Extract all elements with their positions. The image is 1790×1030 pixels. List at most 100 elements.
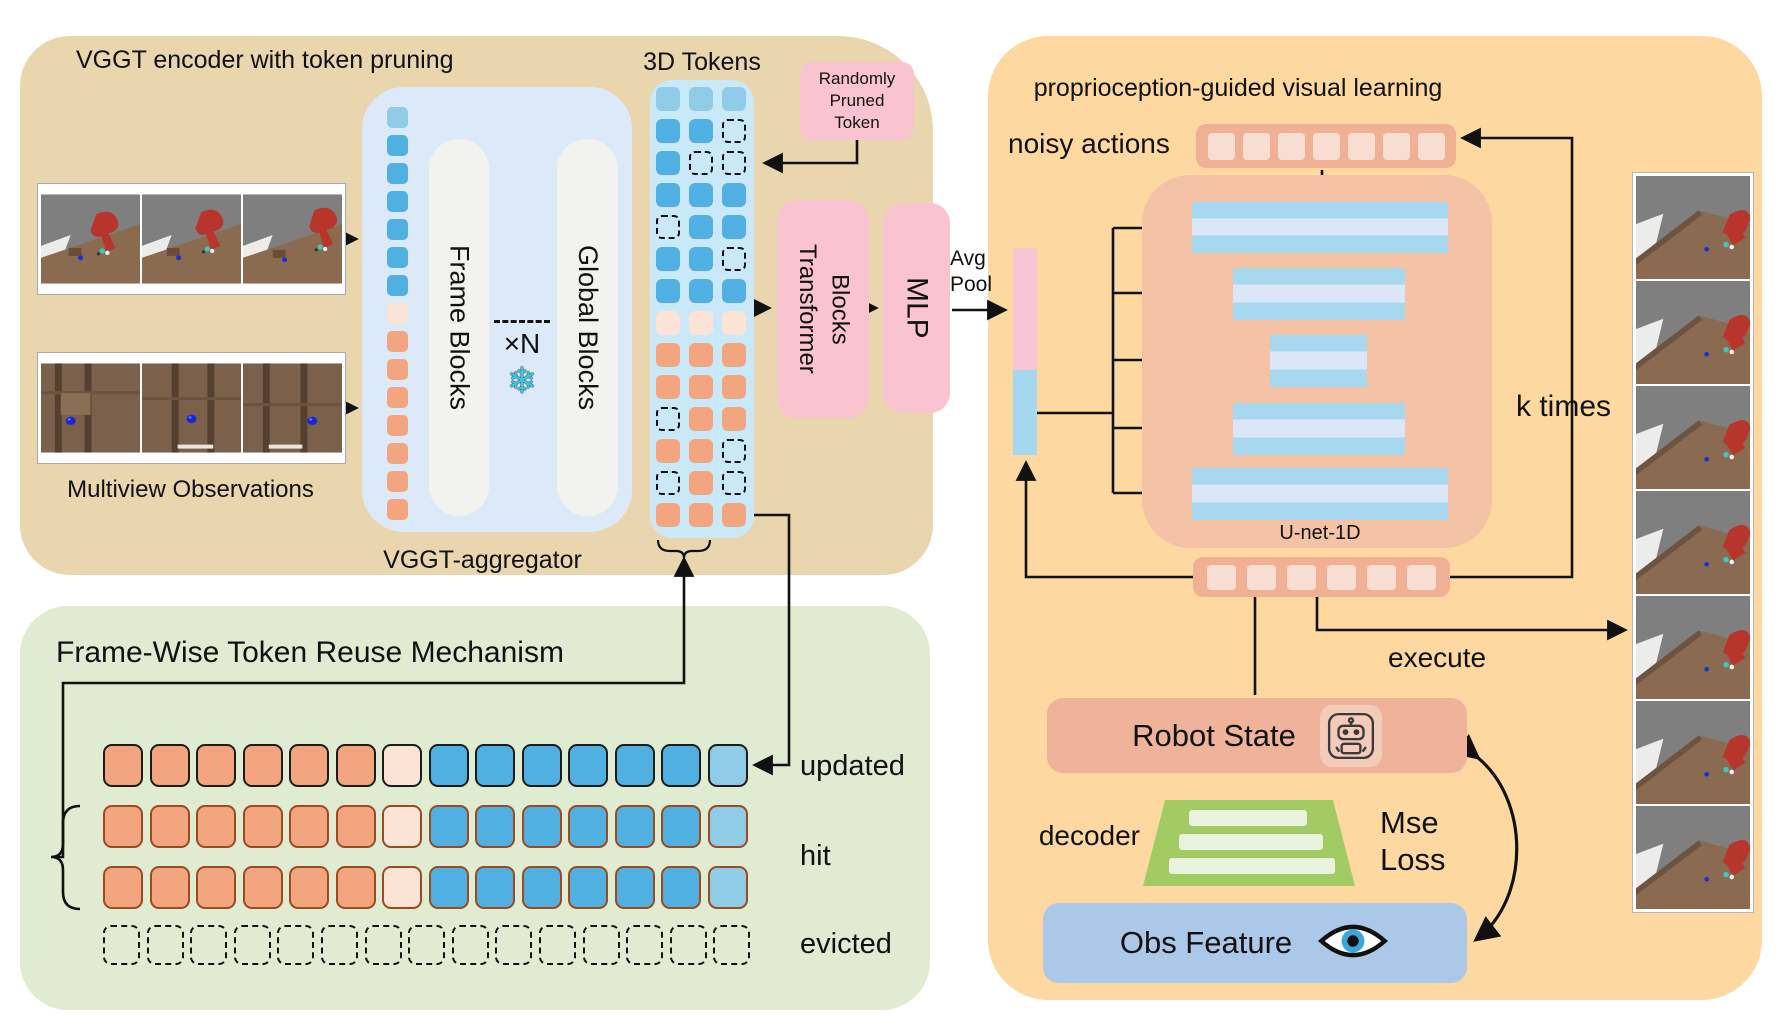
token-lp	[387, 303, 408, 324]
frame-blocks-label: Frame Blocks	[444, 244, 475, 411]
3d-token-grid	[656, 87, 746, 527]
token-d	[722, 439, 746, 463]
token-o	[196, 744, 236, 787]
token-o	[387, 499, 408, 520]
vggt-panel-title: VGGT encoder with token pruning	[76, 46, 454, 74]
token-d	[451, 925, 489, 965]
denoised-actions-bar	[1193, 557, 1450, 597]
token-b	[387, 219, 408, 240]
token-o	[722, 503, 746, 527]
noisy-action-cell	[1277, 132, 1305, 160]
token-d	[277, 925, 315, 965]
token-o	[289, 805, 329, 848]
token-b	[475, 805, 515, 848]
token-lb	[656, 87, 680, 111]
token-b	[614, 866, 655, 909]
unet-layer-4	[1233, 403, 1405, 455]
token-o	[722, 407, 746, 431]
token-o	[149, 805, 190, 848]
token-lp	[382, 866, 422, 909]
token-d	[656, 471, 680, 495]
unet-layer-5	[1192, 468, 1448, 520]
obs-feature-box: Obs Feature	[1043, 903, 1467, 983]
token-lb	[707, 866, 748, 909]
token-b	[614, 805, 655, 848]
token-o	[689, 471, 713, 495]
token-d	[689, 151, 713, 175]
unet-layer-3	[1270, 335, 1367, 387]
token-o	[656, 343, 680, 367]
token-b	[568, 805, 608, 848]
token-b	[656, 183, 680, 207]
token-o	[689, 375, 713, 399]
obs-feature-label: Obs Feature	[1119, 925, 1293, 960]
token-d	[233, 925, 271, 965]
token-b	[689, 119, 713, 143]
updated-label: updated	[800, 750, 905, 782]
action-cell	[1287, 564, 1316, 590]
mlp-box: MLP	[883, 203, 950, 413]
rollout-frame-image	[1636, 176, 1750, 279]
token-b	[689, 279, 713, 303]
token-lb	[387, 107, 408, 128]
token-d	[320, 925, 358, 965]
noisy-action-cell	[1312, 132, 1340, 160]
token-b	[568, 744, 608, 787]
token-o	[196, 805, 236, 848]
token-d	[713, 925, 751, 965]
robot-state-box: Robot State	[1047, 698, 1467, 773]
noisy-action-cell	[1347, 132, 1375, 160]
hit-token-row-1	[103, 805, 748, 848]
token-o	[656, 439, 680, 463]
xn-repeat-label: ×N	[503, 328, 541, 359]
token-lp	[689, 311, 713, 335]
token-b	[428, 866, 469, 909]
robot-icon	[1319, 704, 1382, 767]
dashed-divider	[494, 320, 550, 323]
unet-label: U-net-1D	[1279, 522, 1361, 544]
global-blocks-label: Global Blocks	[573, 244, 603, 411]
token-b	[661, 805, 701, 848]
token-d	[495, 925, 533, 965]
action-cell	[1327, 564, 1356, 590]
token-o	[149, 744, 190, 787]
token-o	[689, 343, 713, 367]
token-lb	[722, 87, 746, 111]
token-o	[289, 744, 329, 787]
token-b	[521, 805, 562, 848]
rollout-frame-image	[1636, 281, 1750, 384]
noisy-action-cell	[1382, 132, 1410, 160]
table-view-image	[142, 363, 241, 453]
token-o	[722, 343, 746, 367]
mse-loss-label: Mse Loss	[1380, 805, 1446, 878]
unet-layer-1	[1192, 202, 1448, 253]
token-o	[387, 471, 408, 492]
action-cell	[1247, 564, 1276, 590]
multiview-observations-label: Multiview Observations	[67, 476, 314, 503]
rollout-frame-image	[1636, 386, 1750, 489]
multiview-images-top	[37, 183, 346, 295]
token-b	[661, 744, 701, 787]
decoder-label: decoder	[1038, 820, 1140, 851]
obs-feature-segment	[1013, 370, 1037, 455]
noisy-action-cell	[1242, 132, 1270, 160]
randomly-pruned-token-label: Randomly Pruned Token	[818, 68, 896, 133]
robot-arm-image	[142, 194, 241, 284]
pooled-feature-bar	[1013, 248, 1037, 455]
rollout-filmstrip	[1632, 172, 1754, 913]
token-o	[387, 443, 408, 464]
multiview-images-bottom	[37, 352, 346, 464]
table-view-image	[243, 363, 342, 453]
k-times-label: k times	[1516, 390, 1612, 423]
token-d	[146, 925, 184, 965]
table-view-image	[41, 363, 140, 453]
token-d	[722, 471, 746, 495]
token-b	[722, 183, 746, 207]
rollout-frame-image	[1636, 491, 1750, 594]
hit-label: hit	[800, 840, 831, 872]
eye-icon	[1316, 919, 1390, 968]
token-o	[196, 866, 236, 909]
token-d	[582, 925, 620, 965]
token-b	[656, 279, 680, 303]
